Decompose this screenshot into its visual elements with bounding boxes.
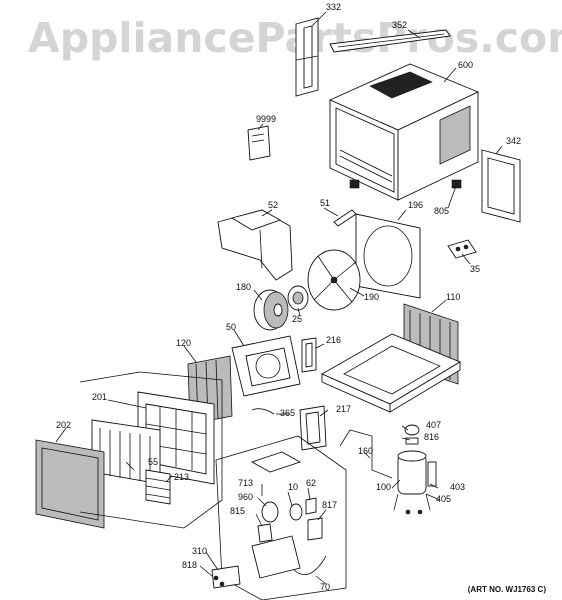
callout-815: 815 [230,506,245,516]
part-tube-365 [251,408,275,415]
callout-100: 100 [376,482,391,492]
callout-35: 35 [470,264,480,274]
part-gasket-216 [301,337,317,373]
callout-9999: 9999 [256,114,276,124]
part-front-grille [35,439,105,529]
callout-52: 52 [268,200,278,210]
callout-365: 365 [280,408,295,418]
watermark: AppliancePartsPros.com [28,14,562,62]
callout-405: 405 [436,494,451,504]
callout-816: 816 [424,432,439,442]
callout-600: 600 [458,60,473,70]
part-plate-310 [211,565,241,589]
callout-51: 51 [320,198,330,208]
callout-342: 342 [506,136,521,146]
part-cabinet [328,63,480,201]
callout-25: 25 [292,314,302,324]
callout-818: 818 [182,560,197,570]
callout-196: 196 [408,200,423,210]
callout-50: 50 [226,322,236,332]
callout-403: 403 [450,482,465,492]
part-housing-50 [231,335,301,397]
callout-110: 110 [446,292,460,302]
callout-960: 960 [238,492,253,502]
callout-213: 213 [174,472,189,482]
part-clips [349,179,462,189]
part-electrical-box [215,435,347,600]
callout-332: 332 [326,2,341,12]
callout-352: 352 [392,20,407,30]
callout-10: 10 [288,482,298,492]
callout-805: 805 [434,206,449,216]
callout-217: 217 [336,404,351,414]
callout-310: 310 [192,546,207,556]
callout-202: 202 [56,420,71,430]
art-number: (ART NO. WJ1763 C) [467,585,546,594]
callout-labels: 332 352 600 9999 342 51 196 805 52 35 18… [56,2,521,592]
part-overload [404,424,420,445]
callout-180: 180 [236,282,251,292]
part-motor [287,285,309,311]
callout-190: 190 [364,292,379,302]
callout-62: 62 [306,478,316,488]
part-side-curtain-right [481,149,521,223]
callout-120: 120 [176,338,191,348]
callout-407: 407 [426,420,441,430]
part-scroll-housing [217,209,293,281]
part-bracket-35 [447,239,477,259]
part-base-pan [321,333,461,413]
leader-lines [55,11,503,585]
callout-70: 70 [320,582,330,592]
part-manual [247,125,271,161]
callout-160: 160 [358,446,373,456]
callout-55: 55 [148,457,158,467]
part-louver [145,469,171,505]
callout-216: 216 [326,335,341,345]
part-fan-blade [307,249,361,311]
callout-713: 713 [238,478,253,488]
part-compressor [393,450,437,515]
part-bracket-217 [299,405,327,451]
part-side-curtain-left [295,17,319,97]
callout-817: 817 [322,500,337,510]
part-top-rail [329,29,451,53]
callout-201: 201 [92,392,107,402]
part-shroud [355,213,421,299]
part-tubing-160 [339,429,393,479]
part-bracket-51 [333,209,357,227]
